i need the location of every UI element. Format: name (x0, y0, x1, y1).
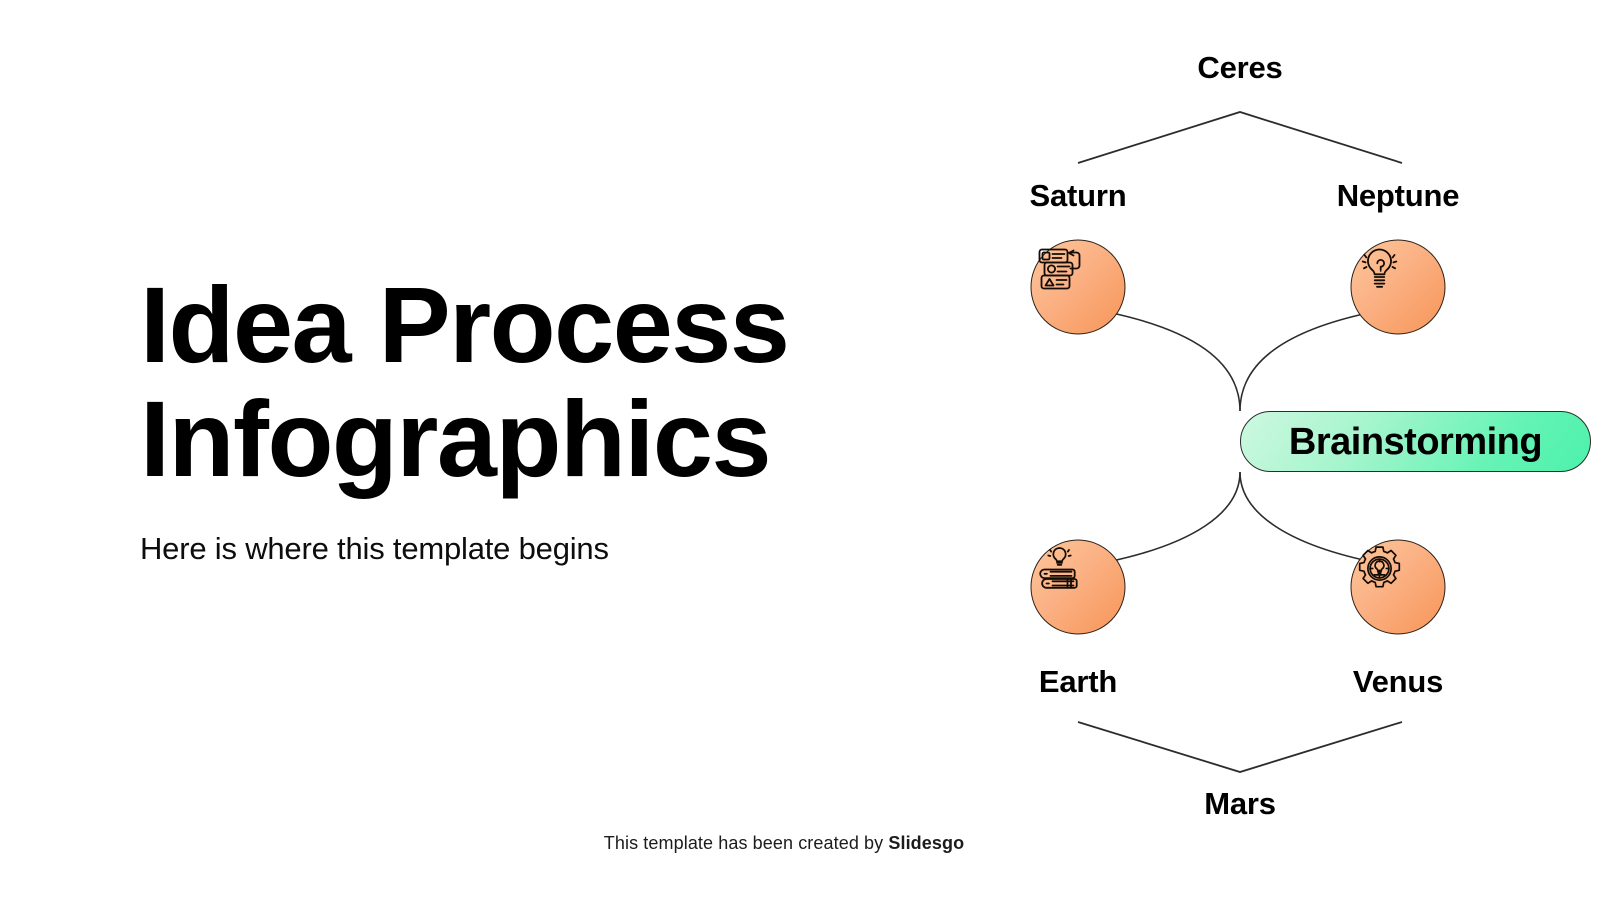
footer-credit-text: This template has been created by (603, 833, 889, 853)
icon-circle-saturn[interactable] (1030, 239, 1126, 335)
chevron-bottom-line (1077, 721, 1403, 773)
connector-lines (1077, 111, 1403, 773)
node-label-ceres: Ceres (1197, 50, 1283, 85)
icon-circle-earth[interactable] (1030, 539, 1126, 635)
node-label-mars: Mars (1204, 786, 1276, 821)
footer-brand: Slidesgo (888, 833, 965, 853)
curve-venus-to-center (1239, 471, 1369, 562)
icon-circle-neptune[interactable] (1350, 239, 1446, 335)
curve-earth-to-center (1111, 471, 1241, 562)
idea-process-diagram: Ceres Saturn (940, 0, 1591, 900)
page-subtitle: Here is where this template begins (140, 531, 609, 566)
node-label-earth: Earth (1038, 664, 1118, 699)
node-label-neptune: Neptune (1336, 178, 1460, 213)
title-block: Idea Process Infographics (140, 264, 930, 500)
node-label-saturn: Saturn (1029, 178, 1127, 213)
center-node-brainstorming[interactable]: Brainstorming (1240, 411, 1591, 472)
page-title: Idea Process Infographics (140, 264, 790, 500)
center-node-label: Brainstorming (1288, 420, 1543, 463)
curve-saturn-to-center (1111, 312, 1241, 412)
footer-credit: This template has been created by Slides… (0, 833, 1568, 854)
node-label-venus: Venus (1352, 664, 1444, 699)
icon-circle-venus[interactable] (1350, 539, 1446, 635)
curve-neptune-to-center (1239, 312, 1369, 412)
chevron-top-line (1077, 111, 1403, 164)
